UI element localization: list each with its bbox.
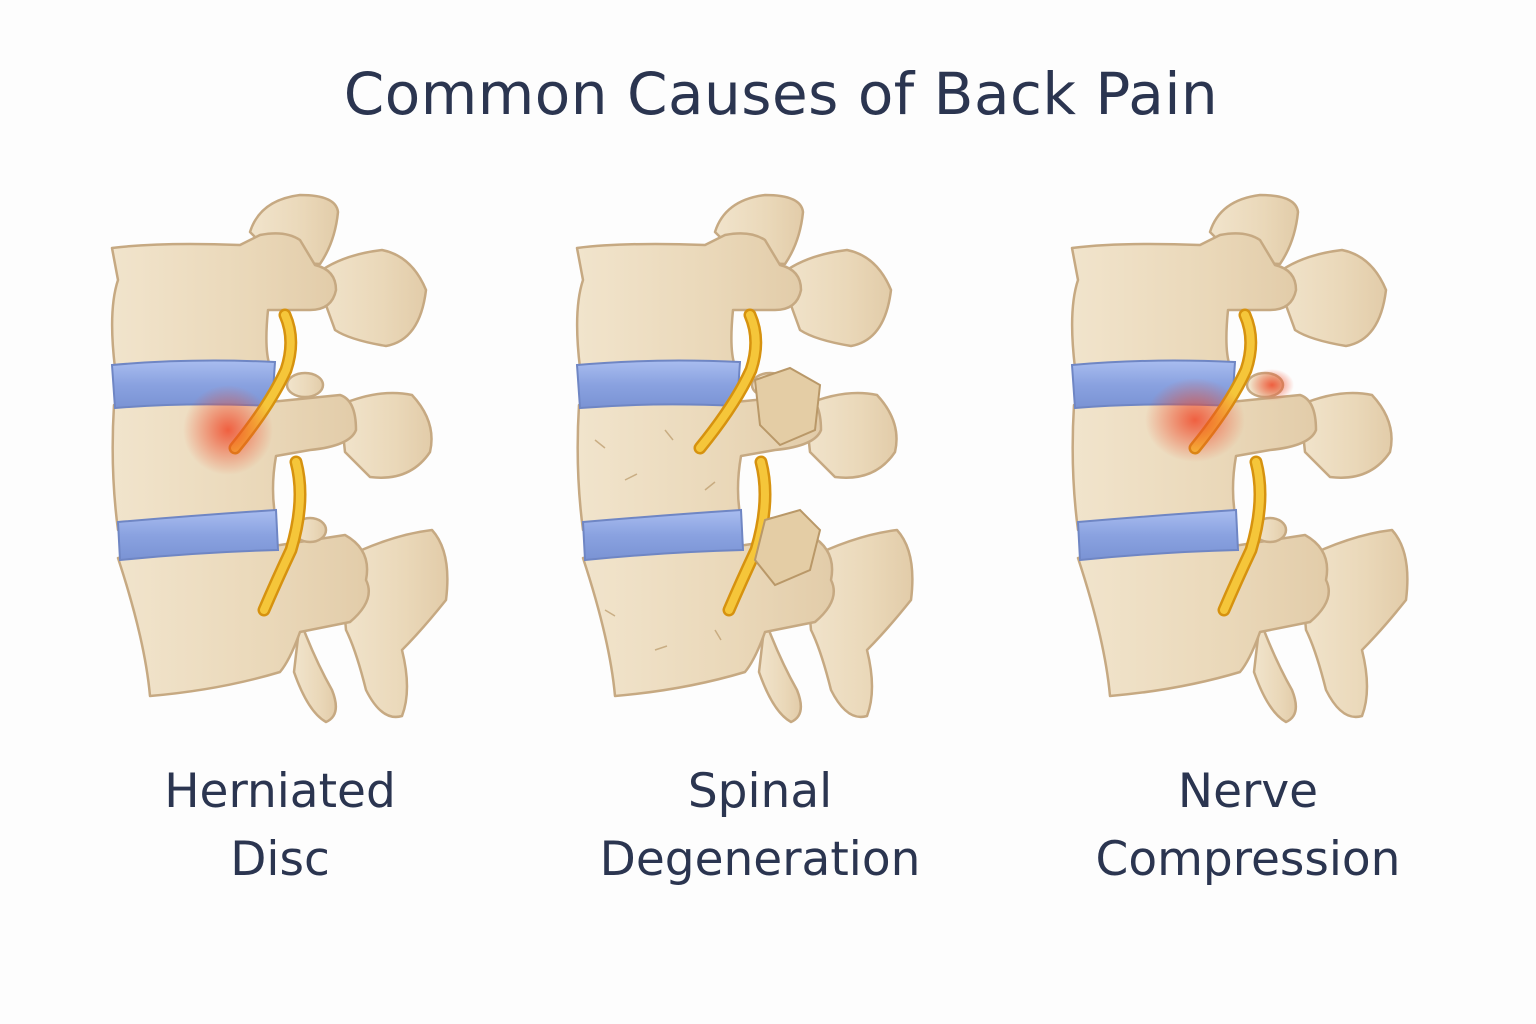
page-title: Common Causes of Back Pain xyxy=(343,60,1219,128)
nerve-compression-illustration xyxy=(1060,190,1440,735)
label-line: Spinal xyxy=(687,764,833,819)
nerve-compression-label: Nerve Compression xyxy=(988,758,1508,894)
label-line: Degeneration xyxy=(599,832,921,887)
label-line: Nerve xyxy=(1177,764,1319,819)
herniated-disc-label: Herniated Disc xyxy=(20,758,540,894)
herniated-disc-illustration xyxy=(100,190,480,735)
label-line: Disc xyxy=(230,832,330,887)
label-line: Herniated xyxy=(164,764,396,819)
spinal-degeneration-illustration xyxy=(565,190,945,735)
label-line: Compression xyxy=(1095,832,1401,887)
spinal-degeneration-label: Spinal Degeneration xyxy=(500,758,1020,894)
